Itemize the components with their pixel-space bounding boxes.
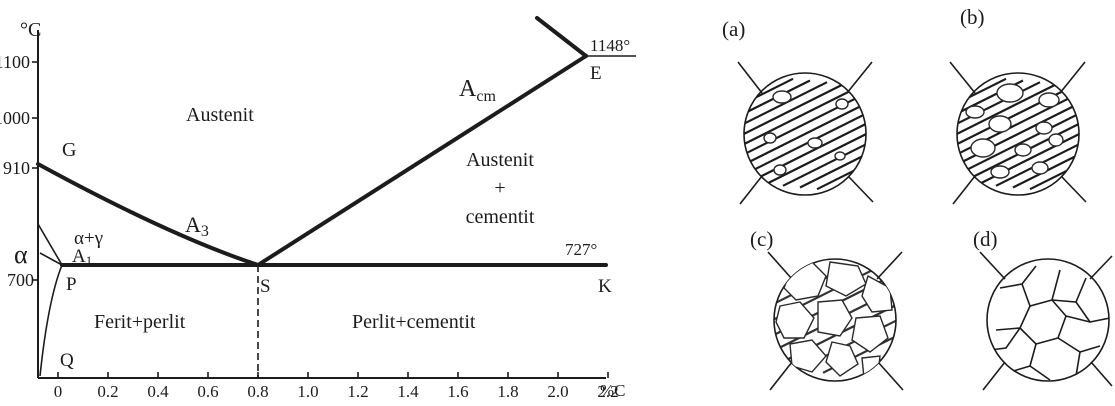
micrograph-a-label: (a) — [722, 17, 745, 41]
micrograph-b: (b) — [949, 5, 1087, 205]
region-alpha-gamma: α+γ — [74, 228, 103, 249]
point-p-label: P — [66, 274, 77, 295]
lamella — [978, 93, 1079, 186]
a1-label: A1 — [72, 246, 92, 268]
temp-unit-label: °C — [20, 19, 41, 41]
a3-line — [36, 162, 260, 267]
x-tick-label: 1.4 — [397, 382, 419, 401]
temp-727-label: 727° — [565, 240, 597, 259]
a1-label-sub: 1 — [86, 253, 93, 268]
micrograph-d-label: (d) — [973, 227, 998, 251]
x-tick-label: 1.2 — [347, 382, 368, 401]
region-austenit-cementit-line1: Austenit — [466, 149, 534, 171]
x-tick-label: 1.8 — [497, 382, 518, 401]
lamella — [995, 94, 1079, 187]
point-g-label: G — [62, 139, 76, 161]
lamella — [744, 81, 828, 174]
acm-label: Acm — [459, 76, 496, 105]
a3-label-sub: 3 — [201, 223, 209, 240]
lamella — [765, 93, 866, 186]
micrograph-a-lamellae — [744, 76, 866, 192]
micrograph-a: (a) — [722, 17, 874, 205]
carbon-unit-label: %C — [600, 381, 626, 400]
micrograph-c-spokes — [767, 251, 904, 391]
micrograph-b-label: (b) — [960, 5, 985, 29]
x-tick-label: 0.2 — [97, 382, 118, 401]
x-tick-label: 0.6 — [197, 382, 218, 401]
micrograph-d-spokes — [979, 251, 1113, 391]
x-tick-label: 2.0 — [547, 382, 568, 401]
region-austenit: Austenit — [186, 104, 254, 126]
point-q-label: Q — [60, 350, 74, 371]
y-tick-label-1100: 1100 — [0, 52, 30, 72]
x-tick-label: 0.4 — [147, 382, 169, 401]
lamella — [744, 82, 845, 175]
ferrite-boundary — [37, 223, 63, 377]
point-e-label: E — [590, 63, 602, 84]
micrograph-c-structure — [774, 261, 896, 379]
lamella — [744, 89, 866, 182]
x-tick-label: 1.0 — [297, 382, 318, 401]
region-ferit-perlit: Ferit+perlit — [94, 311, 186, 333]
point-k-label: K — [598, 276, 612, 297]
region-austenit-cementit-line3: cementit — [466, 206, 535, 228]
lamella — [744, 84, 862, 177]
acm-label-sub: cm — [476, 88, 496, 105]
lamella — [796, 279, 896, 372]
y-tick-label-700: 700 — [7, 270, 34, 290]
acm-line — [256, 54, 588, 267]
alpha-pointer — [39, 252, 63, 266]
x-tick-label: 1.6 — [447, 382, 468, 401]
point-s-label: S — [260, 276, 271, 297]
lamella — [957, 77, 1007, 170]
x-tick-label: 0.8 — [247, 382, 268, 401]
lamella — [782, 94, 866, 187]
region-austenit-cementit-line2: + — [494, 177, 505, 199]
x-tick-label: 2.2 — [597, 382, 618, 401]
x-ticks: 0 0.2 0.4 0.6 0.8 1.0 1.2 1.4 1.6 1.8 2.0 2.2 — [54, 372, 619, 401]
y-tick-label-910: 910 — [3, 158, 30, 178]
lamella — [816, 98, 866, 191]
micrograph-c-label: (c) — [750, 227, 773, 251]
lamella — [1029, 98, 1079, 191]
micrograph-d: (d) — [973, 227, 1113, 391]
micrograph-d-grain-boundaries — [989, 265, 1109, 381]
a3-label: A3 — [185, 212, 209, 240]
liquidus-segment — [535, 16, 588, 58]
micrograph-b-lamellae — [957, 76, 1079, 192]
temp-1148-label: 1148° — [590, 36, 630, 55]
a3-label-main: A — [185, 212, 201, 237]
acm-label-main: A — [459, 76, 477, 102]
lamella — [957, 82, 1058, 175]
micrograph-b-spokes — [949, 61, 1087, 205]
x-tick-label: 0 — [54, 382, 63, 401]
lamella — [957, 89, 1079, 182]
lamella — [799, 96, 866, 189]
micrograph-a-spokes — [737, 61, 874, 205]
alpha-label: α — [14, 240, 28, 269]
micrograph-d-grain — [986, 258, 1110, 382]
micrograph-c: (c) — [750, 227, 904, 391]
a1-label-main: A — [72, 246, 86, 267]
lamella — [744, 77, 794, 170]
lamella — [957, 79, 1024, 172]
region-perlit-cementit: Perlit+cementit — [352, 311, 476, 333]
